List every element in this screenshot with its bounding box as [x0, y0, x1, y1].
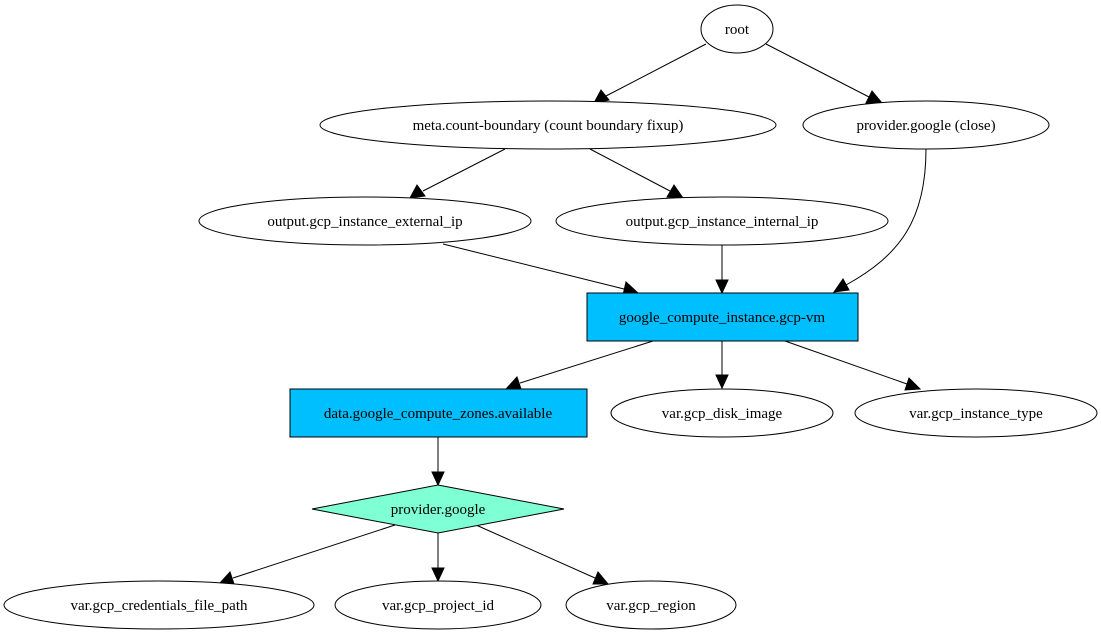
node-output-external-ip[interactable]: output.gcp_instance_external_ip [198, 196, 532, 246]
node-compute-instance[interactable]: google_compute_instance.gcp-vm [586, 292, 859, 342]
node-provider-google[interactable]: provider.google [311, 484, 565, 534]
edge-provider-google-to-project-id [431, 533, 445, 583]
node-label-compute-instance: google_compute_instance.gcp-vm [619, 310, 826, 326]
node-shape [610, 388, 834, 438]
node-shape [802, 100, 1050, 150]
node-label-output-external-ip: output.gcp_instance_external_ip [267, 214, 462, 230]
node-var-region[interactable]: var.gcp_region [565, 580, 737, 630]
node-var-project-id[interactable]: var.gcp_project_id [334, 580, 542, 630]
edge-meta-to-output-internal-ip [589, 148, 684, 199]
edge-provider-google-to-credentials [218, 524, 396, 585]
edge-provider-google-to-region [475, 524, 610, 585]
node-provider-google-close[interactable]: provider.google (close) [802, 100, 1050, 150]
node-label-compute-zones: data.google_compute_zones.available [324, 406, 553, 422]
edge-compute-instance-to-disk-image [715, 341, 729, 390]
edge-provider-close-to-compute-instance [832, 148, 927, 293]
node-label-output-internal-ip: output.gcp_instance_internal_ip [626, 214, 819, 230]
node-shape [334, 580, 542, 630]
node-label-root: root [725, 22, 750, 38]
node-shape [198, 196, 532, 246]
node-root[interactable]: root [700, 4, 774, 54]
edge-output-internal-to-compute-instance [715, 245, 729, 295]
edge-meta-to-output-external-ip [409, 148, 506, 199]
node-label-var-project-id: var.gcp_project_id [382, 598, 495, 614]
edge-root-to-provider-google-close [765, 43, 884, 104]
node-label-var-disk-image: var.gcp_disk_image [662, 406, 783, 422]
edge-compute-instance-to-compute-zones [505, 340, 654, 390]
edge-compute-instance-to-instance-type [784, 340, 922, 391]
node-shape [586, 292, 859, 342]
graph-edges [218, 43, 927, 585]
node-shape [555, 196, 889, 246]
node-shape [565, 580, 737, 630]
node-shape [289, 388, 588, 438]
node-shape [700, 4, 774, 54]
edge-output-external-to-compute-instance [442, 243, 640, 296]
node-label-var-region: var.gcp_region [606, 598, 696, 614]
node-meta-count-boundary[interactable]: meta.count-boundary (count boundary fixu… [319, 100, 777, 150]
node-var-disk-image[interactable]: var.gcp_disk_image [610, 388, 834, 438]
node-shape [854, 388, 1098, 438]
node-shape [311, 484, 565, 534]
node-var-credentials[interactable]: var.gcp_credentials_file_path [3, 580, 315, 630]
node-label-provider-google: provider.google [391, 502, 486, 518]
node-var-instance-type[interactable]: var.gcp_instance_type [854, 388, 1098, 438]
graph-nodes: root meta.count-boundary (count boundary… [3, 4, 1098, 630]
node-label-var-credentials: var.gcp_credentials_file_path [70, 598, 248, 614]
edge-root-to-meta-count-boundary [593, 43, 707, 104]
node-compute-zones[interactable]: data.google_compute_zones.available [289, 388, 588, 438]
node-shape [319, 100, 777, 150]
node-shape [3, 580, 315, 630]
node-label-meta-count-boundary: meta.count-boundary (count boundary fixu… [413, 118, 684, 134]
edge-compute-zones-to-provider-google [431, 437, 445, 487]
node-label-provider-google-close: provider.google (close) [856, 118, 995, 134]
node-label-var-instance-type: var.gcp_instance_type [909, 406, 1043, 422]
node-output-internal-ip[interactable]: output.gcp_instance_internal_ip [555, 196, 889, 246]
